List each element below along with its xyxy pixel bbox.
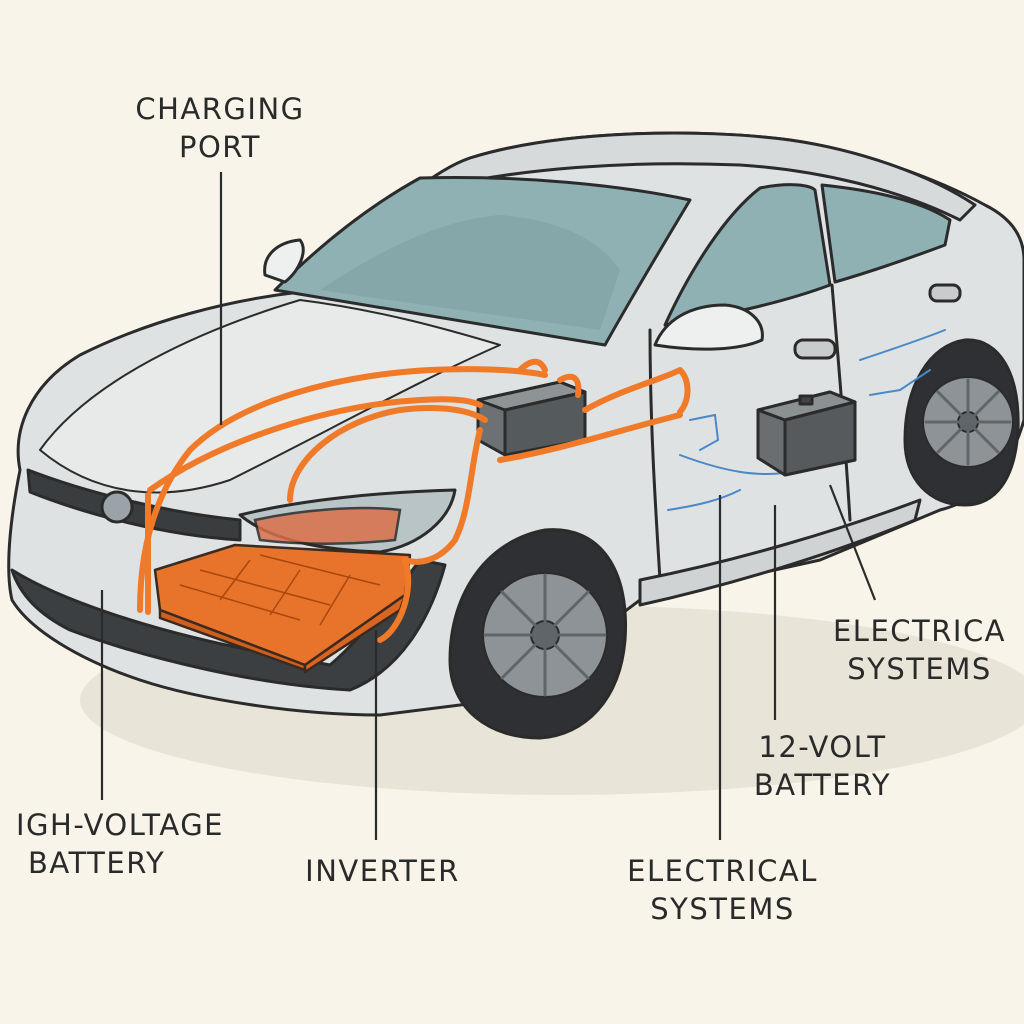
inverter-module	[253, 506, 402, 545]
rear-door-window	[820, 183, 952, 284]
door-handle-rear	[928, 283, 962, 303]
cable-inverter	[287, 405, 488, 503]
label-charging-port-line2: PORT	[178, 130, 262, 164]
label-electrical-bottom-line2: SYSTEMS	[650, 892, 795, 926]
label-electrical-right-line2: SYSTEMS	[847, 652, 992, 686]
lower-intake	[10, 558, 447, 692]
grille	[26, 468, 242, 542]
left-mirror	[263, 238, 305, 284]
label-charging-port: CHARGING PORT	[120, 90, 320, 166]
battery-pack	[153, 543, 412, 674]
label-hv-battery-line1: IGH-VOLTAGE	[15, 808, 224, 842]
rocker-panel	[638, 498, 922, 607]
label-charging-port-line1: CHARGING	[135, 92, 305, 126]
door-handle-front	[793, 338, 837, 360]
cable-to-door	[582, 367, 691, 415]
label-electrical-systems-bottom: ELECTRICAL SYSTEMS	[610, 852, 835, 928]
label-twelve-volt-line2: BATTERY	[753, 768, 892, 802]
label-electrical-right-line1: ELECTRICA	[832, 614, 1007, 648]
rear-wheel	[903, 338, 1020, 507]
cable-top-short	[517, 358, 548, 373]
label-high-voltage-battery: IGH-VOLTAGE BATTERY	[0, 806, 240, 882]
label-hv-battery-line2: BATTERY	[28, 846, 166, 880]
cable-side	[497, 412, 683, 463]
leader-electrical-right	[828, 484, 877, 601]
cable-to-charger	[147, 396, 483, 493]
cable-battery-right	[377, 557, 412, 643]
label-inverter: INVERTER	[290, 852, 475, 890]
label-twelve-volt-battery: 12-VOLT BATTERY	[740, 728, 905, 804]
blue-wiring	[667, 329, 946, 511]
hood	[39, 299, 501, 494]
orange-cables	[137, 358, 691, 643]
cable-right-hook	[557, 373, 582, 398]
door-line-front	[648, 328, 662, 582]
label-inverter-line1: INVERTER	[305, 854, 460, 888]
leader-lines	[100, 172, 877, 840]
label-electrical-systems-right: ELECTRICA SYSTEMS	[815, 612, 1024, 688]
brand-logo	[100, 490, 134, 524]
cable-down-front	[402, 427, 483, 565]
label-twelve-volt-line1: 12-VOLT	[758, 730, 887, 764]
side-mirror	[653, 303, 764, 351]
interior	[320, 215, 620, 330]
twelve-volt-battery-unit	[756, 390, 857, 477]
front-door-window	[663, 183, 832, 327]
front-wheel	[448, 528, 628, 740]
label-electrical-bottom-line1: ELECTRICAL	[627, 854, 818, 888]
